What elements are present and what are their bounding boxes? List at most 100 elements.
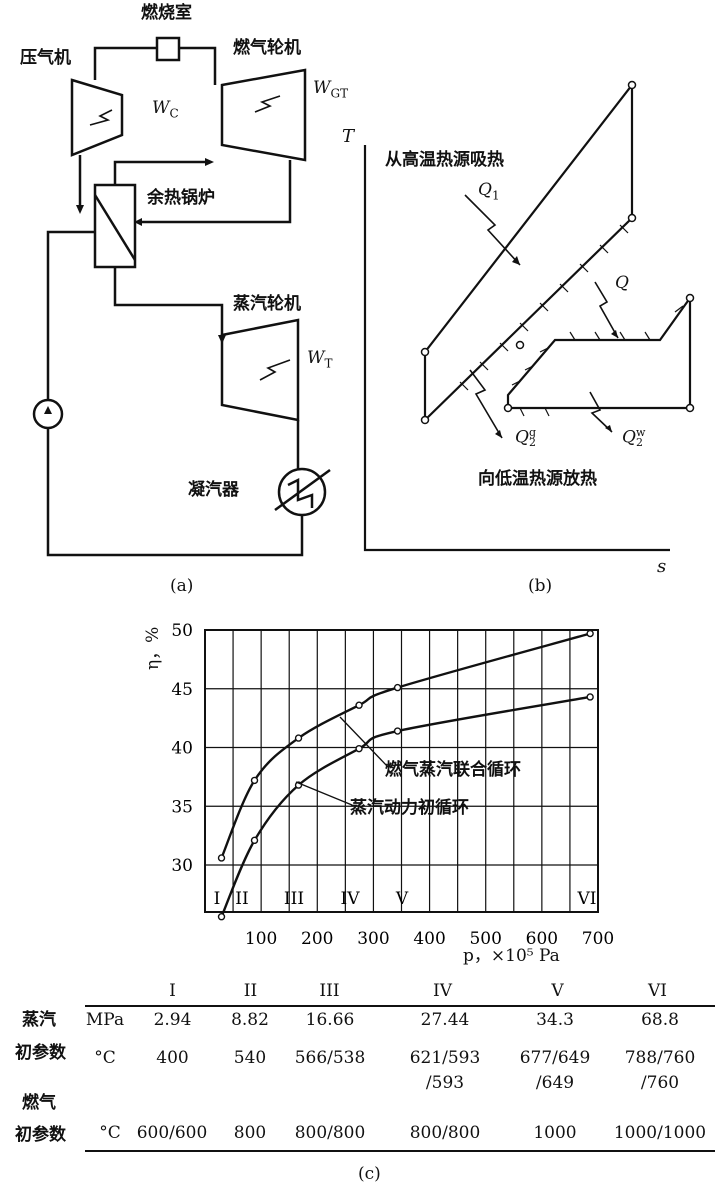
data-point: [217, 913, 226, 921]
chart-xlabel: p，×10⁵ Pa: [463, 946, 560, 966]
region-label: V: [395, 889, 409, 909]
legend-combined-cycle: 燃气蒸汽联合循环: [385, 760, 521, 780]
hatching: [459, 224, 684, 417]
col-header: III: [319, 981, 340, 1001]
combustor-label: 燃烧室: [141, 3, 192, 23]
table-cell: 1000: [533, 1123, 577, 1143]
q-label: Q: [615, 273, 629, 293]
col-header: IV: [433, 981, 452, 1001]
data-point: [250, 776, 259, 785]
row-unit: °C: [94, 1048, 116, 1068]
table-cell: 600/600: [136, 1123, 208, 1143]
chart-ylabel: η，%: [143, 626, 163, 670]
compressor-label: 压气机: [20, 48, 71, 68]
compressor-shape: [70, 78, 124, 157]
x-tick-label: 300: [357, 929, 389, 949]
steam-turbine-label: 蒸汽轮机: [233, 294, 301, 314]
table-cell: 566/538: [294, 1048, 366, 1068]
gas-label-2: 初参数: [15, 1125, 66, 1145]
table-cell: 540: [233, 1048, 267, 1068]
wc-label: WC: [152, 98, 179, 121]
x-tick-label: 400: [413, 929, 445, 949]
wt-label: WT: [307, 348, 333, 371]
series-line-combined: [220, 632, 591, 859]
data-point: [393, 727, 402, 735]
y-tick-label: 50: [171, 621, 193, 641]
table-header-row: I II III IV V VI: [0, 983, 718, 1013]
hrsg-label: 余热锅炉: [147, 188, 215, 208]
caption-c: (c): [358, 1164, 381, 1184]
q1-label: Q1: [478, 180, 500, 203]
series-line-steam: [220, 695, 591, 918]
legend-steam-cycle: 蒸汽动力初循环: [350, 798, 469, 818]
region-label: I: [214, 889, 221, 909]
region-label: III: [284, 889, 304, 909]
x-tick-label: 700: [582, 929, 614, 949]
table-row: MPa 2.94 8.82 16.66 27.44 34.3 68.8: [0, 1012, 718, 1042]
steam-label-1: 蒸汽: [22, 1010, 56, 1030]
table-cell: /593: [425, 1073, 465, 1093]
x-tick-label: 100: [245, 929, 277, 949]
col-header: I: [169, 981, 176, 1001]
wgt-label: WGT: [313, 78, 349, 101]
reject-heat-label: 向低温热源放热: [478, 469, 597, 489]
table-row: °C 400 540 566/538 621/593 677/649 788/7…: [0, 1050, 718, 1080]
col-header: II: [243, 981, 258, 1001]
data-point: [355, 701, 363, 709]
s-axis-label: s: [657, 556, 667, 577]
table-cell: 1000/1000: [613, 1123, 707, 1143]
row-unit: MPa: [85, 1010, 125, 1030]
y-tick-label: 45: [171, 680, 193, 700]
table-cell: 788/760: [624, 1048, 696, 1068]
gas-turbine-label: 燃气轮机: [233, 38, 301, 58]
table-row: °C 600/600 800 800/800 800/800 1000 1000…: [0, 1125, 718, 1155]
table-cell: /760: [640, 1073, 680, 1093]
table-cell: 2.94: [153, 1010, 192, 1030]
x-tick-label: 200: [301, 929, 333, 949]
x-tick-label: 500: [469, 929, 501, 949]
region-label: VI: [577, 889, 597, 909]
data-point: [586, 629, 594, 638]
legend-leader-combined: [339, 716, 389, 768]
table-cell: 16.66: [305, 1010, 355, 1030]
absorb-heat-label: 从高温热源吸热: [385, 150, 504, 170]
region-label: IV: [341, 889, 361, 909]
y-tick-label: 30: [171, 856, 193, 876]
data-point: [393, 683, 402, 692]
table-cell: 677/649: [519, 1048, 591, 1068]
col-header: V: [551, 981, 564, 1001]
table-cell: 68.8: [641, 1010, 679, 1030]
table-cell: 800: [233, 1123, 267, 1143]
region-label: II: [235, 889, 248, 909]
table-cell: 400: [156, 1048, 189, 1068]
legend-leader-steam: [295, 781, 353, 806]
steam-label-2: 初参数: [15, 1043, 66, 1063]
y-tick-label: 40: [171, 739, 193, 759]
row-unit: °C: [99, 1123, 121, 1143]
table-bottom-rule: [85, 1150, 715, 1152]
gas-turbine-shape: [220, 68, 307, 162]
table-cell: 34.3: [536, 1010, 574, 1030]
table-cell: 800/800: [294, 1123, 366, 1143]
data-point: [217, 854, 226, 862]
caption-a: (a): [170, 576, 194, 596]
table-cell: 27.44: [420, 1010, 470, 1030]
table-cell: 800/800: [409, 1123, 481, 1143]
x-tick-label: 600: [526, 929, 558, 949]
table-row: /593 /649 /760: [0, 1075, 718, 1105]
t-axis-label: T: [342, 126, 355, 147]
data-point: [250, 836, 259, 845]
gas-label-1: 燃气: [22, 1093, 56, 1113]
data-point: [586, 693, 594, 701]
caption-b: (b): [528, 576, 553, 596]
data-point: [355, 744, 363, 753]
table-top-rule: [85, 1005, 715, 1007]
table-cell: /649: [535, 1073, 575, 1093]
data-point: [294, 734, 303, 742]
condenser-label: 凝汽器: [188, 480, 239, 500]
